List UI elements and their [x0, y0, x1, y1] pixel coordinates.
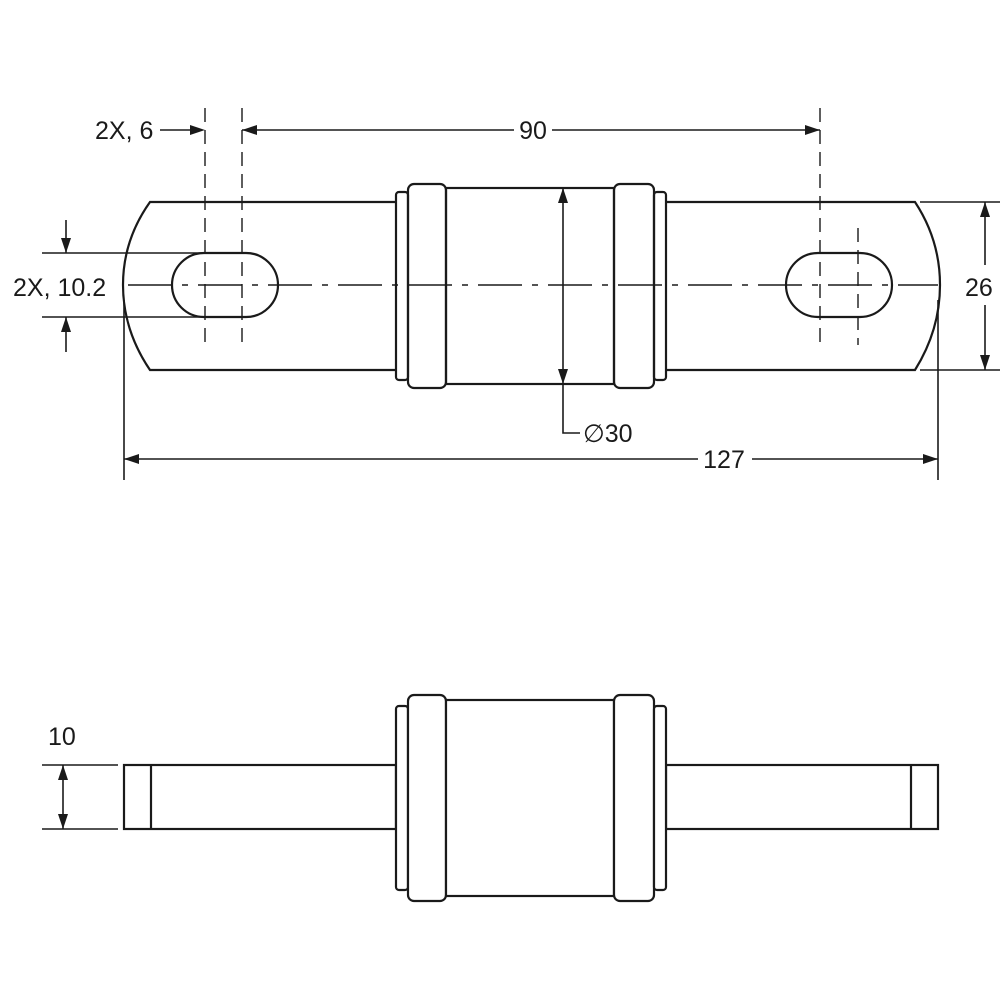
side-left-end-cap-inner [406, 693, 448, 903]
side-right-end-cap-inner [612, 693, 656, 903]
dimension-body-diameter: ∅30 [558, 188, 633, 448]
right-tab-side [664, 763, 940, 831]
slot-width-label: 2X, 6 [95, 117, 153, 145]
dimension-slot-width: 2X, 6 [95, 117, 205, 145]
left-tab-side [122, 763, 398, 831]
dimension-hole-spacing: 90 [242, 117, 820, 145]
side-fuse-barrel [444, 698, 616, 898]
top-view: 2X, 6 90 2X, 10.2 26 [13, 108, 1000, 480]
fuse-barrel [444, 186, 616, 386]
slot-length-label: 2X, 10.2 [13, 274, 106, 302]
left-tab-outline [121, 200, 396, 372]
dimension-overall-length: 127 [123, 300, 939, 480]
tab-thickness-label: 10 [48, 723, 76, 751]
side-right-end-cap-outer [652, 704, 668, 892]
left-end-cap-outer [394, 190, 410, 382]
side-left-end-cap-outer [394, 704, 410, 892]
dimension-slot-length: 2X, 10.2 [13, 220, 205, 352]
dimension-tab-thickness: 10 [42, 723, 118, 830]
right-end-cap-inner [612, 182, 656, 390]
side-view: 10 [42, 693, 940, 903]
right-end-cap-outer [652, 190, 668, 382]
body-diameter-label: ∅30 [583, 420, 633, 448]
right-tab-outline [666, 200, 942, 372]
overall-length-label: 127 [703, 446, 745, 474]
hole-spacing-label: 90 [519, 117, 547, 145]
dimension-tab-width: 26 [920, 201, 1000, 371]
left-end-cap-inner [406, 182, 448, 390]
tab-width-label: 26 [965, 274, 993, 302]
